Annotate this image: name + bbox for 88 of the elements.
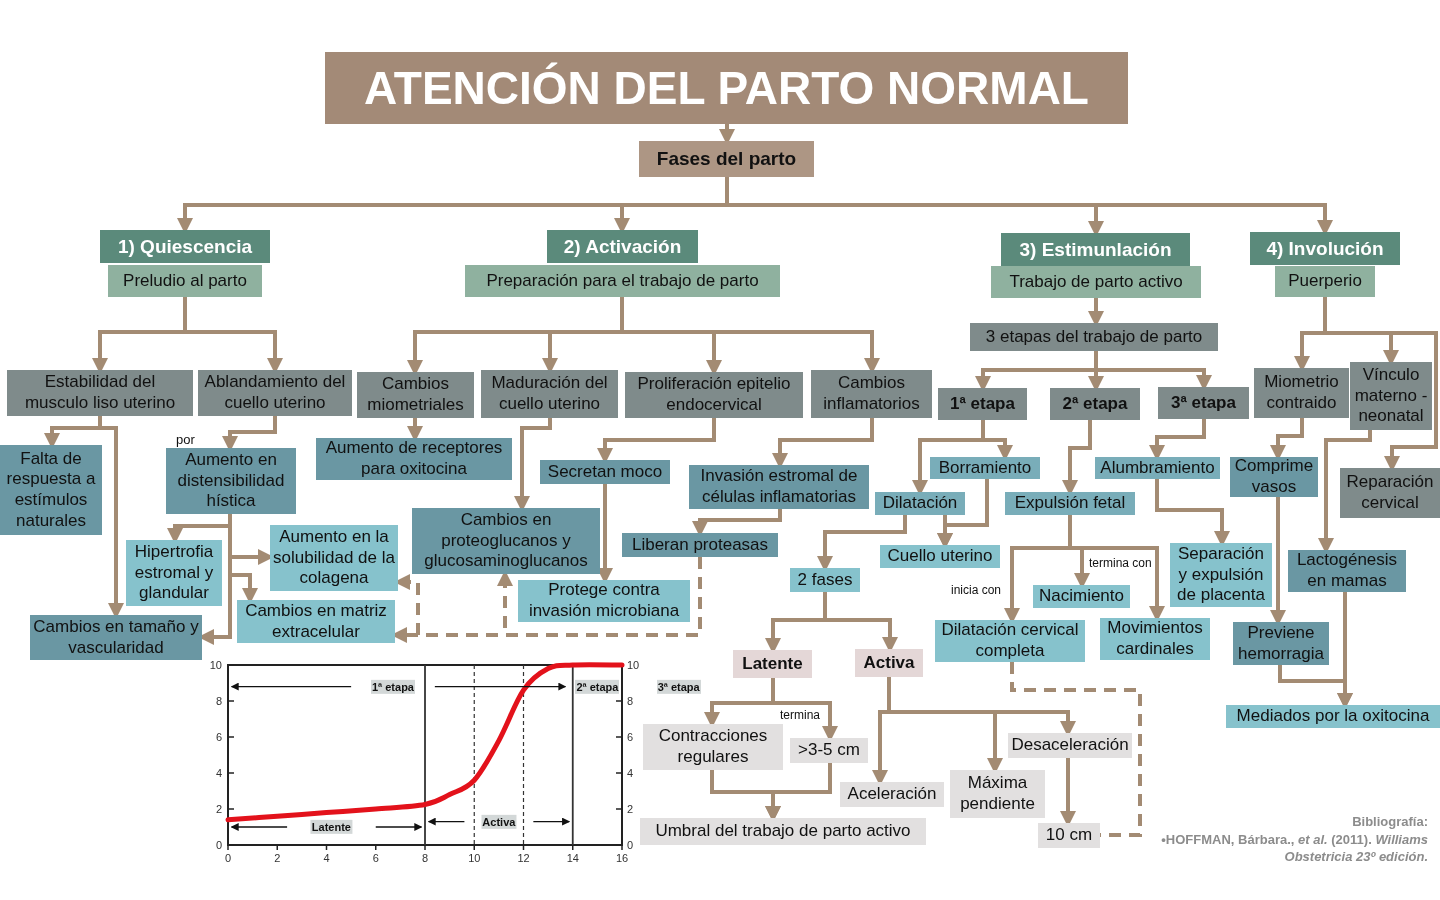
axis-tick-label: 4 xyxy=(627,767,634,779)
concept-box: Cambios miometriales xyxy=(357,372,474,418)
axis-tick-label: 8 xyxy=(215,695,222,707)
concept-box: Aceleración xyxy=(840,782,944,807)
concept-box: Cambios en tamaño y vascularidad xyxy=(30,615,202,660)
concept-box: Separación y expulsión de placenta xyxy=(1170,543,1272,607)
chart-annotation: 3ª etapa xyxy=(656,679,701,694)
axis-tick-label: 0 xyxy=(627,839,634,851)
chart-annotation: 2ª etapa xyxy=(575,679,620,694)
axis-tick-label: 6 xyxy=(215,731,222,743)
axis-tick-label: 10 xyxy=(209,659,222,671)
axis-tick-label: 6 xyxy=(372,852,379,864)
concept-box: Protege contra invasión microbiana xyxy=(518,580,690,622)
chart-annotation: Latente xyxy=(310,819,352,835)
concept-box: Reparación cervical xyxy=(1340,468,1440,518)
dashed-connector-line xyxy=(1010,662,1142,837)
concept-box: Mediados por la oxitocina xyxy=(1226,705,1440,728)
concept-box: Aumento en distensibilidad hística xyxy=(166,448,296,514)
axis-tick-label: 4 xyxy=(323,852,330,864)
concept-box: Dilatación xyxy=(875,492,965,515)
bibliography-reference: •HOFFMAN, Bárbara., et al. (2011). Williams Obstetricia 23º edición. xyxy=(1160,832,1428,866)
phase-subtitle-box: Preludio al parto xyxy=(108,265,262,297)
axis-tick-label: 10 xyxy=(627,659,640,671)
concept-box: Aumento de receptores para oxitocina xyxy=(316,438,512,480)
phase-subtitle-box: Trabajo de parto activo xyxy=(991,266,1201,298)
axis-tick-label: 10 xyxy=(468,852,481,864)
concept-box: Invasión estromal de células inflamatorias xyxy=(689,465,869,509)
phase-subtitle-box: Preparación para el trabajo de parto xyxy=(465,265,780,297)
axis-tick-label: 16 xyxy=(615,852,629,864)
concept-box: 10 cm xyxy=(1038,823,1100,848)
concept-box: Dilatación cervical completa xyxy=(935,620,1085,662)
concept-box: Movimientos cardinales xyxy=(1100,618,1210,660)
concept-box: Nacimiento xyxy=(1033,585,1130,608)
connector-word: por xyxy=(176,432,195,449)
concept-box: 3 etapas del trabajo de parto xyxy=(970,323,1218,351)
concept-box: Liberan proteasas xyxy=(622,533,778,557)
concept-box: Previene hemorragia xyxy=(1233,622,1329,665)
concept-box: Cambios en matriz extracelular xyxy=(237,600,395,643)
concept-box: Contracciones regulares xyxy=(643,724,783,770)
title-banner: ATENCIÓN DEL PARTO NORMAL xyxy=(325,52,1128,124)
concept-box: Vínculo materno - neonatal xyxy=(1350,362,1432,430)
axis-tick-label: 0 xyxy=(224,852,232,864)
axis-tick-label: 2 xyxy=(274,852,281,864)
axis-tick-label: 2 xyxy=(215,803,222,815)
concept-box: Falta de respuesta a estímulos naturales xyxy=(0,445,102,535)
concept-box: Miometrio contraido xyxy=(1254,368,1349,418)
concept-box: Umbral del trabajo de parto activo xyxy=(640,818,926,845)
chart-annotation: Activa xyxy=(481,814,517,829)
concept-box: Comprime vasos xyxy=(1230,457,1318,497)
concept-box: Cuello uterino xyxy=(880,545,1000,568)
stage-box: 2ª etapa xyxy=(1050,388,1140,420)
topic-box: Fases del parto xyxy=(639,141,814,177)
concept-box: Borramiento xyxy=(930,457,1040,479)
axis-tick-label: 8 xyxy=(421,852,429,864)
axis-tick-label: 4 xyxy=(215,767,222,779)
axis-tick-label: 12 xyxy=(517,852,530,864)
stage-box: 1ª etapa xyxy=(938,388,1027,420)
phase-heading-box: 3) Estimunlación xyxy=(1001,233,1190,266)
concept-box: Expulsión fetal xyxy=(1005,492,1135,515)
bibliography-heading: Bibliografía: xyxy=(1352,814,1428,831)
concept-box: 2 fases xyxy=(790,568,860,592)
concept-box: Cambios en proteoglucanos y glucosaminoglucanos xyxy=(412,508,600,574)
axis-tick-label: 14 xyxy=(566,852,579,864)
concept-box: Máxima pendiente xyxy=(950,770,1045,818)
concept-box: Hipertrofia estromal y glandular xyxy=(126,540,222,606)
axis-tick-label: 2 xyxy=(627,803,634,815)
subphase-box: Activa xyxy=(855,649,923,677)
axis-tick-label: 8 xyxy=(627,695,634,707)
concept-box: Cambios inflamatorios xyxy=(811,370,932,418)
concept-box: Desaceleración xyxy=(1008,733,1132,758)
concept-box: Ablandamiento del cuello uterino xyxy=(198,370,352,416)
phase-heading-box: 2) Activación xyxy=(547,230,698,263)
axis-tick-label: 0 xyxy=(215,839,222,851)
concept-box: Alumbramiento xyxy=(1095,457,1220,479)
phase-heading-box: 1) Quiescencia xyxy=(100,230,270,263)
axis-tick-label: 6 xyxy=(627,731,634,743)
concept-box: Aumento en la solubilidad de la colagena xyxy=(270,525,398,591)
chart-annotation: 1ª etapa xyxy=(371,679,415,694)
subphase-box: Latente xyxy=(733,650,812,678)
concept-box: Estabilidad del musculo liso uterino xyxy=(7,370,193,416)
concept-box: Proliferación epitelio endocervical xyxy=(625,372,803,418)
concept-box: Secretan moco xyxy=(540,460,670,484)
concept-box: Maduración del cuello uterino xyxy=(481,370,618,418)
concept-box: Lactogénesis en mamas xyxy=(1288,550,1406,592)
stage-box: 3ª etapa xyxy=(1158,387,1249,419)
phase-heading-box: 4) Involución xyxy=(1250,232,1400,265)
concept-box: >3-5 cm xyxy=(790,738,868,763)
phase-subtitle-box: Puerperio xyxy=(1275,266,1375,297)
